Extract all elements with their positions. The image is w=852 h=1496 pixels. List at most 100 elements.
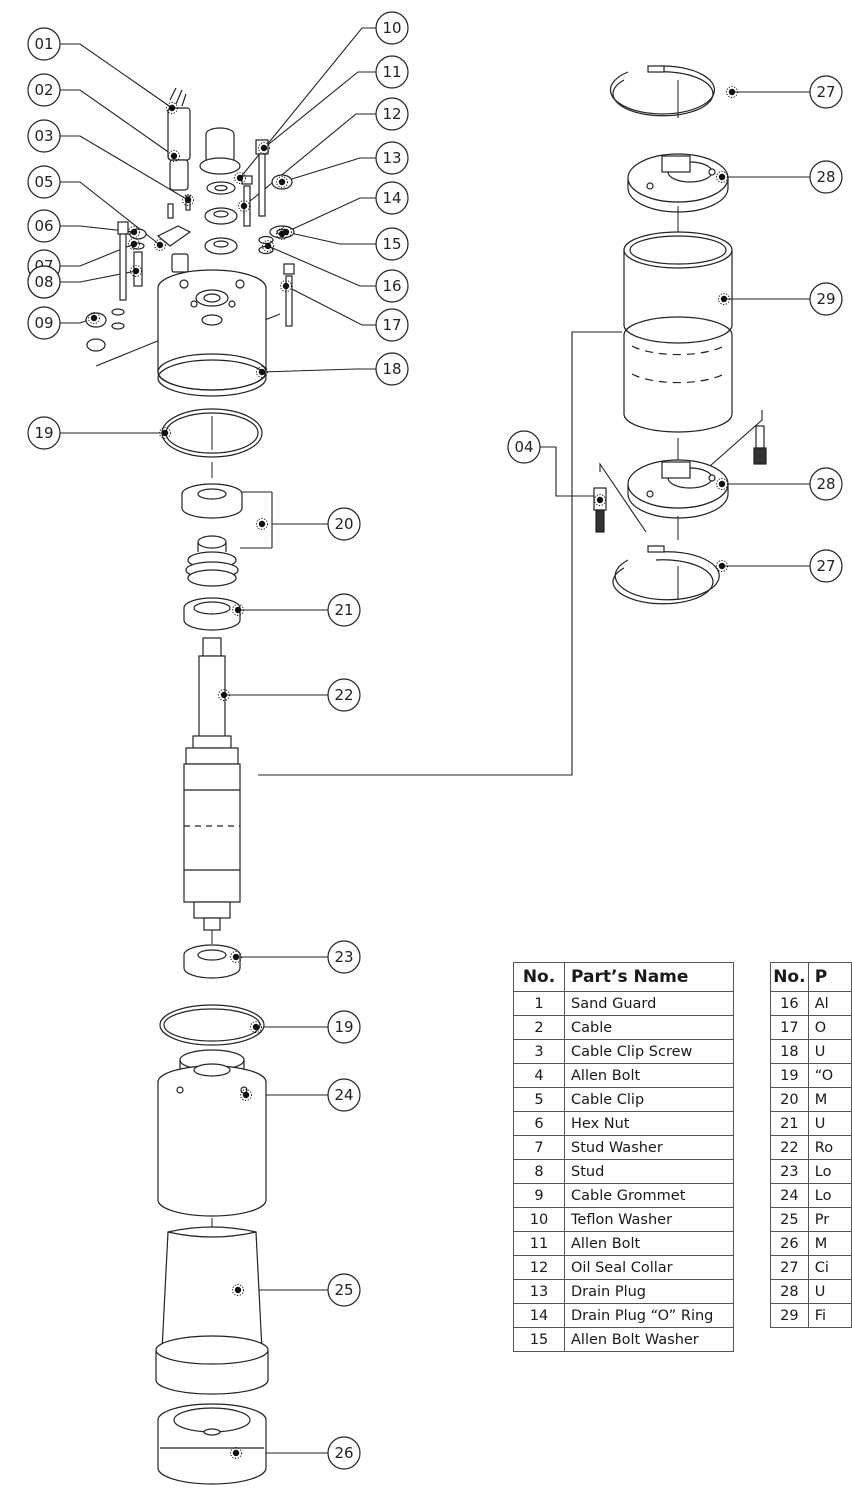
part-name-cell: Cable Clip Screw [564, 1039, 734, 1064]
part-number-cell: 11 [513, 1231, 565, 1256]
part-name-cell: Pr [807, 1207, 852, 1232]
svg-text:29: 29 [816, 290, 835, 308]
part-name-cell: U [807, 1279, 852, 1304]
callout-10: 10 [375, 11, 409, 45]
part-name-cell: Stud [564, 1159, 734, 1184]
part-name-cell: “O [807, 1063, 852, 1088]
part-name-cell: Stud Washer [564, 1135, 734, 1160]
svg-text:28: 28 [816, 475, 835, 493]
callout-01: 01 [27, 27, 61, 61]
callout-25: 25 [327, 1273, 361, 1307]
part-name-cell: U [807, 1111, 852, 1136]
part-number-cell: 25 [770, 1207, 809, 1232]
callout-08-label: 08 [27, 265, 61, 299]
callout-02: 02 [27, 73, 61, 107]
svg-text:14: 14 [382, 189, 401, 207]
part-name-cell: Drain Plug “O” Ring [564, 1303, 734, 1328]
callout-16: 16 [375, 269, 409, 303]
svg-text:24: 24 [334, 1086, 353, 1104]
svg-text:12: 12 [382, 105, 401, 123]
top-housing-parts [85, 87, 295, 397]
svg-text:22: 22 [334, 686, 353, 704]
callout-11: 11 [375, 55, 409, 89]
part-number-cell: 20 [770, 1087, 809, 1112]
svg-text:03: 03 [34, 127, 53, 145]
part-number-cell: 27 [770, 1255, 809, 1280]
part-name-cell: Allen Bolt [564, 1063, 734, 1088]
svg-text:02: 02 [34, 81, 53, 99]
callout-29: 29 [809, 282, 843, 316]
part-number-cell: 26 [770, 1231, 809, 1256]
callout-03: 03 [27, 119, 61, 153]
part-number-cell: 8 [513, 1159, 565, 1184]
column-header-no: No. [513, 962, 565, 992]
part-number-cell: 3 [513, 1039, 565, 1064]
callout-14: 14 [375, 181, 409, 215]
part-number-cell: 28 [770, 1279, 809, 1304]
column-header-no: No. [770, 962, 809, 992]
part-number-cell: 18 [770, 1039, 809, 1064]
callout-05: 05 [27, 165, 61, 199]
part-name-cell: Fi [807, 1303, 852, 1328]
svg-text:11: 11 [382, 63, 401, 81]
svg-text:04: 04 [514, 438, 533, 456]
part-number-cell: 29 [770, 1303, 809, 1328]
svg-text:09: 09 [34, 314, 53, 332]
part-number-cell: 13 [513, 1279, 565, 1304]
svg-text:25: 25 [334, 1281, 353, 1299]
callout-17: 17 [375, 308, 409, 342]
part-name-cell: Drain Plug [564, 1279, 734, 1304]
part-number-cell: 19 [770, 1063, 809, 1088]
part-name-cell: Teflon Washer [564, 1207, 734, 1232]
leader-lines [28, 27, 810, 1454]
callout-12: 12 [375, 97, 409, 131]
svg-text:27: 27 [816, 557, 835, 575]
callout-19b: 19 [327, 1010, 361, 1044]
svg-text:06: 06 [34, 217, 53, 235]
svg-text:23: 23 [334, 948, 353, 966]
part-name-cell: Oil Seal Collar [564, 1255, 734, 1280]
part-name-cell: Hex Nut [564, 1111, 734, 1136]
svg-text:13: 13 [382, 149, 401, 167]
part-name-cell: Lo [807, 1159, 852, 1184]
part-number-cell: 14 [513, 1303, 565, 1328]
svg-text:08: 08 [34, 273, 53, 291]
svg-text:19: 19 [34, 424, 53, 442]
callout-23: 23 [327, 940, 361, 974]
callout-21: 21 [327, 593, 361, 627]
part-number-cell: 15 [513, 1327, 565, 1352]
svg-text:15: 15 [382, 235, 401, 253]
svg-text:16: 16 [382, 277, 401, 295]
callout-19: 19 [27, 416, 61, 450]
part-name-cell: Ro [807, 1135, 852, 1160]
svg-text:19: 19 [334, 1018, 353, 1036]
callout-labels: 01 02 03 05 06 07 09 10 11 12 13 14 15 1… [27, 11, 843, 1470]
part-name-cell: Al [807, 991, 852, 1016]
part-name-cell: Cable Grommet [564, 1183, 734, 1208]
callout-06: 06 [27, 209, 61, 243]
table-header-row: No. P [770, 962, 852, 992]
column-header-name: Part’s Name [564, 962, 734, 992]
part-number-cell: 2 [513, 1015, 565, 1040]
svg-text:26: 26 [334, 1444, 353, 1462]
svg-text:18: 18 [382, 360, 401, 378]
main-assembly-parts [155, 408, 269, 1485]
